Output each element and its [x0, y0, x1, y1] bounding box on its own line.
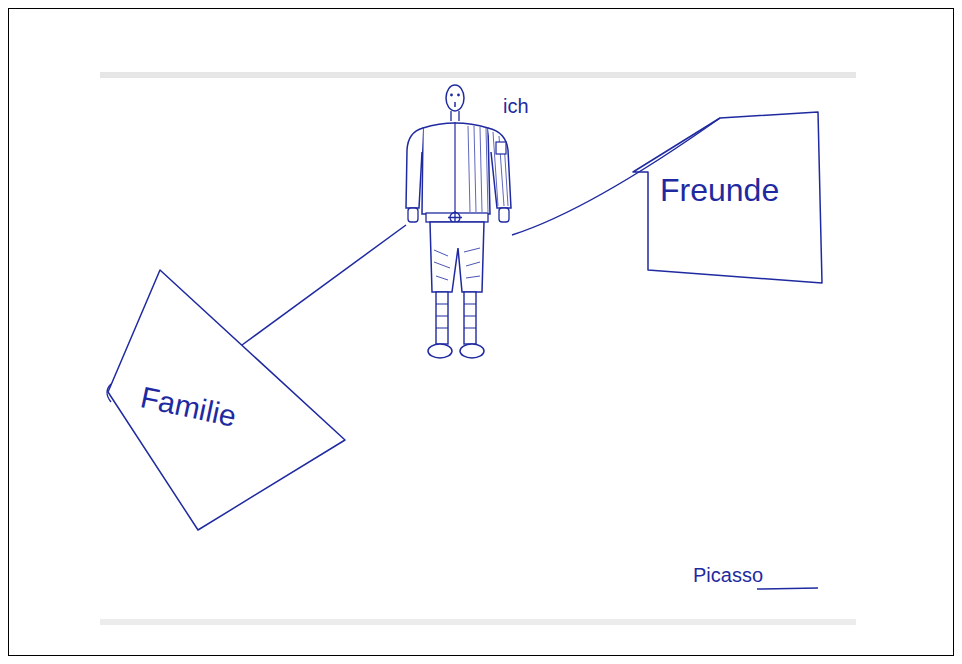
self-figure: ich	[398, 80, 543, 365]
node-label: ich	[503, 96, 529, 116]
signature: Picasso	[693, 565, 763, 585]
node-outline	[398, 80, 543, 365]
family-box: Familie	[105, 266, 350, 534]
outer-border	[9, 9, 954, 656]
signature-underline	[757, 588, 818, 589]
paper-edge	[100, 72, 856, 78]
connector-line	[242, 225, 406, 345]
connector-line	[512, 118, 720, 235]
friends-box: Freunde	[630, 108, 825, 286]
node-label: Freunde	[660, 174, 779, 206]
node-label: Familie	[138, 382, 239, 431]
paper-edge	[100, 619, 856, 625]
